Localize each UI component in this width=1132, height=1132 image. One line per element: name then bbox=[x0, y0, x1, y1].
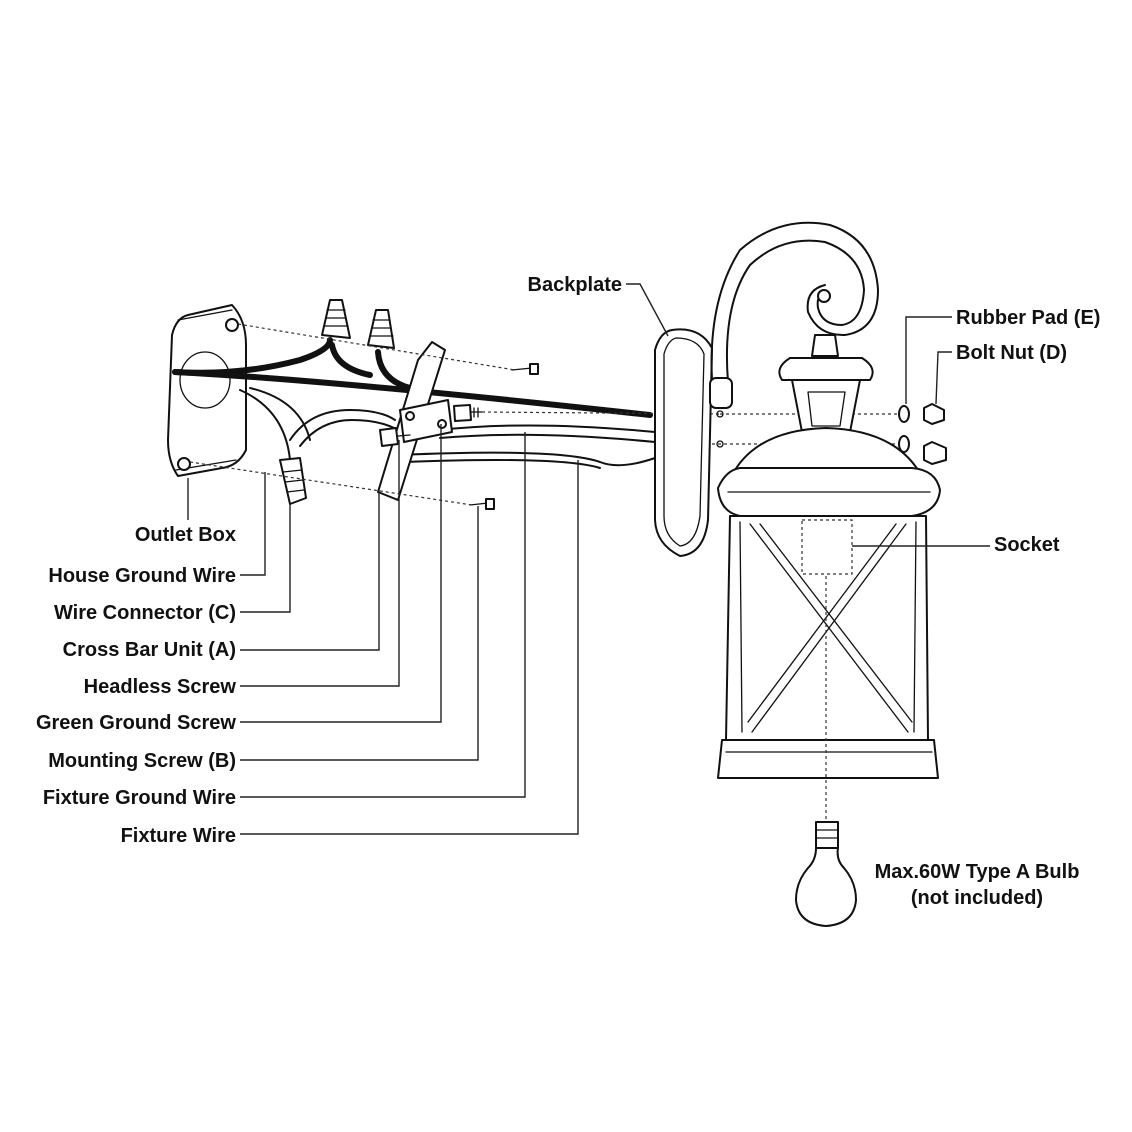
label-headless-screw: Headless Screw bbox=[84, 676, 237, 698]
fixture-arm bbox=[709, 221, 879, 409]
house-wires bbox=[172, 337, 653, 461]
label-bolt-nut: Bolt Nut (D) bbox=[956, 342, 1067, 364]
label-backplate: Backplate bbox=[528, 274, 623, 296]
headless-screw bbox=[379, 427, 411, 447]
wire-connector-top-left bbox=[321, 299, 351, 339]
lantern-body bbox=[717, 334, 941, 779]
label-bulb-line2: (not included) bbox=[911, 887, 1043, 909]
wire-connector-bottom bbox=[279, 457, 307, 505]
label-mounting-screw: Mounting Screw (B) bbox=[48, 750, 236, 772]
label-green-ground-screw: Green Ground Screw bbox=[36, 712, 236, 734]
label-house-ground-wire: House Ground Wire bbox=[48, 565, 236, 587]
bolt-nuts bbox=[923, 403, 947, 465]
leader-lines bbox=[187, 283, 990, 835]
wire-connector-top-right bbox=[367, 309, 395, 349]
label-cross-bar-unit: Cross Bar Unit (A) bbox=[63, 639, 236, 661]
cross-bar-unit bbox=[377, 341, 453, 501]
label-socket: Socket bbox=[994, 534, 1060, 556]
label-fixture-wire: Fixture Wire bbox=[121, 825, 236, 847]
mounting-screw-bottom bbox=[469, 498, 495, 510]
label-outlet-box: Outlet Box bbox=[135, 524, 236, 546]
label-bulb-line1: Max.60W Type A Bulb bbox=[875, 861, 1080, 883]
rubber-pads bbox=[898, 405, 910, 453]
bulb bbox=[795, 821, 857, 927]
green-ground-screw bbox=[453, 404, 483, 422]
label-rubber-pad: Rubber Pad (E) bbox=[956, 307, 1100, 329]
label-wire-connector: Wire Connector (C) bbox=[54, 602, 236, 624]
backplate bbox=[654, 328, 724, 557]
socket bbox=[801, 519, 853, 820]
outlet-box bbox=[167, 304, 247, 477]
label-fixture-ground-wire: Fixture Ground Wire bbox=[43, 787, 236, 809]
mounting-screw-top bbox=[511, 363, 539, 375]
